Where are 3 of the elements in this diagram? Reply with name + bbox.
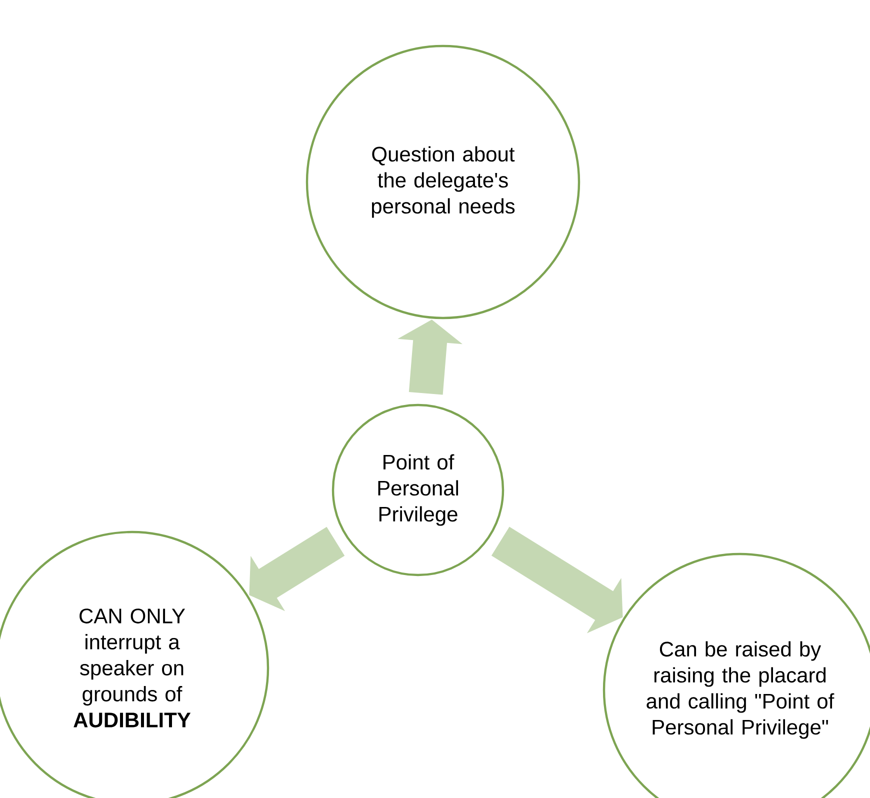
circle-node: Point of Personal Privilege (332, 404, 504, 576)
block-arrow (249, 526, 345, 612)
circle-node: Question about the delegate's personal needs (306, 44, 580, 320)
